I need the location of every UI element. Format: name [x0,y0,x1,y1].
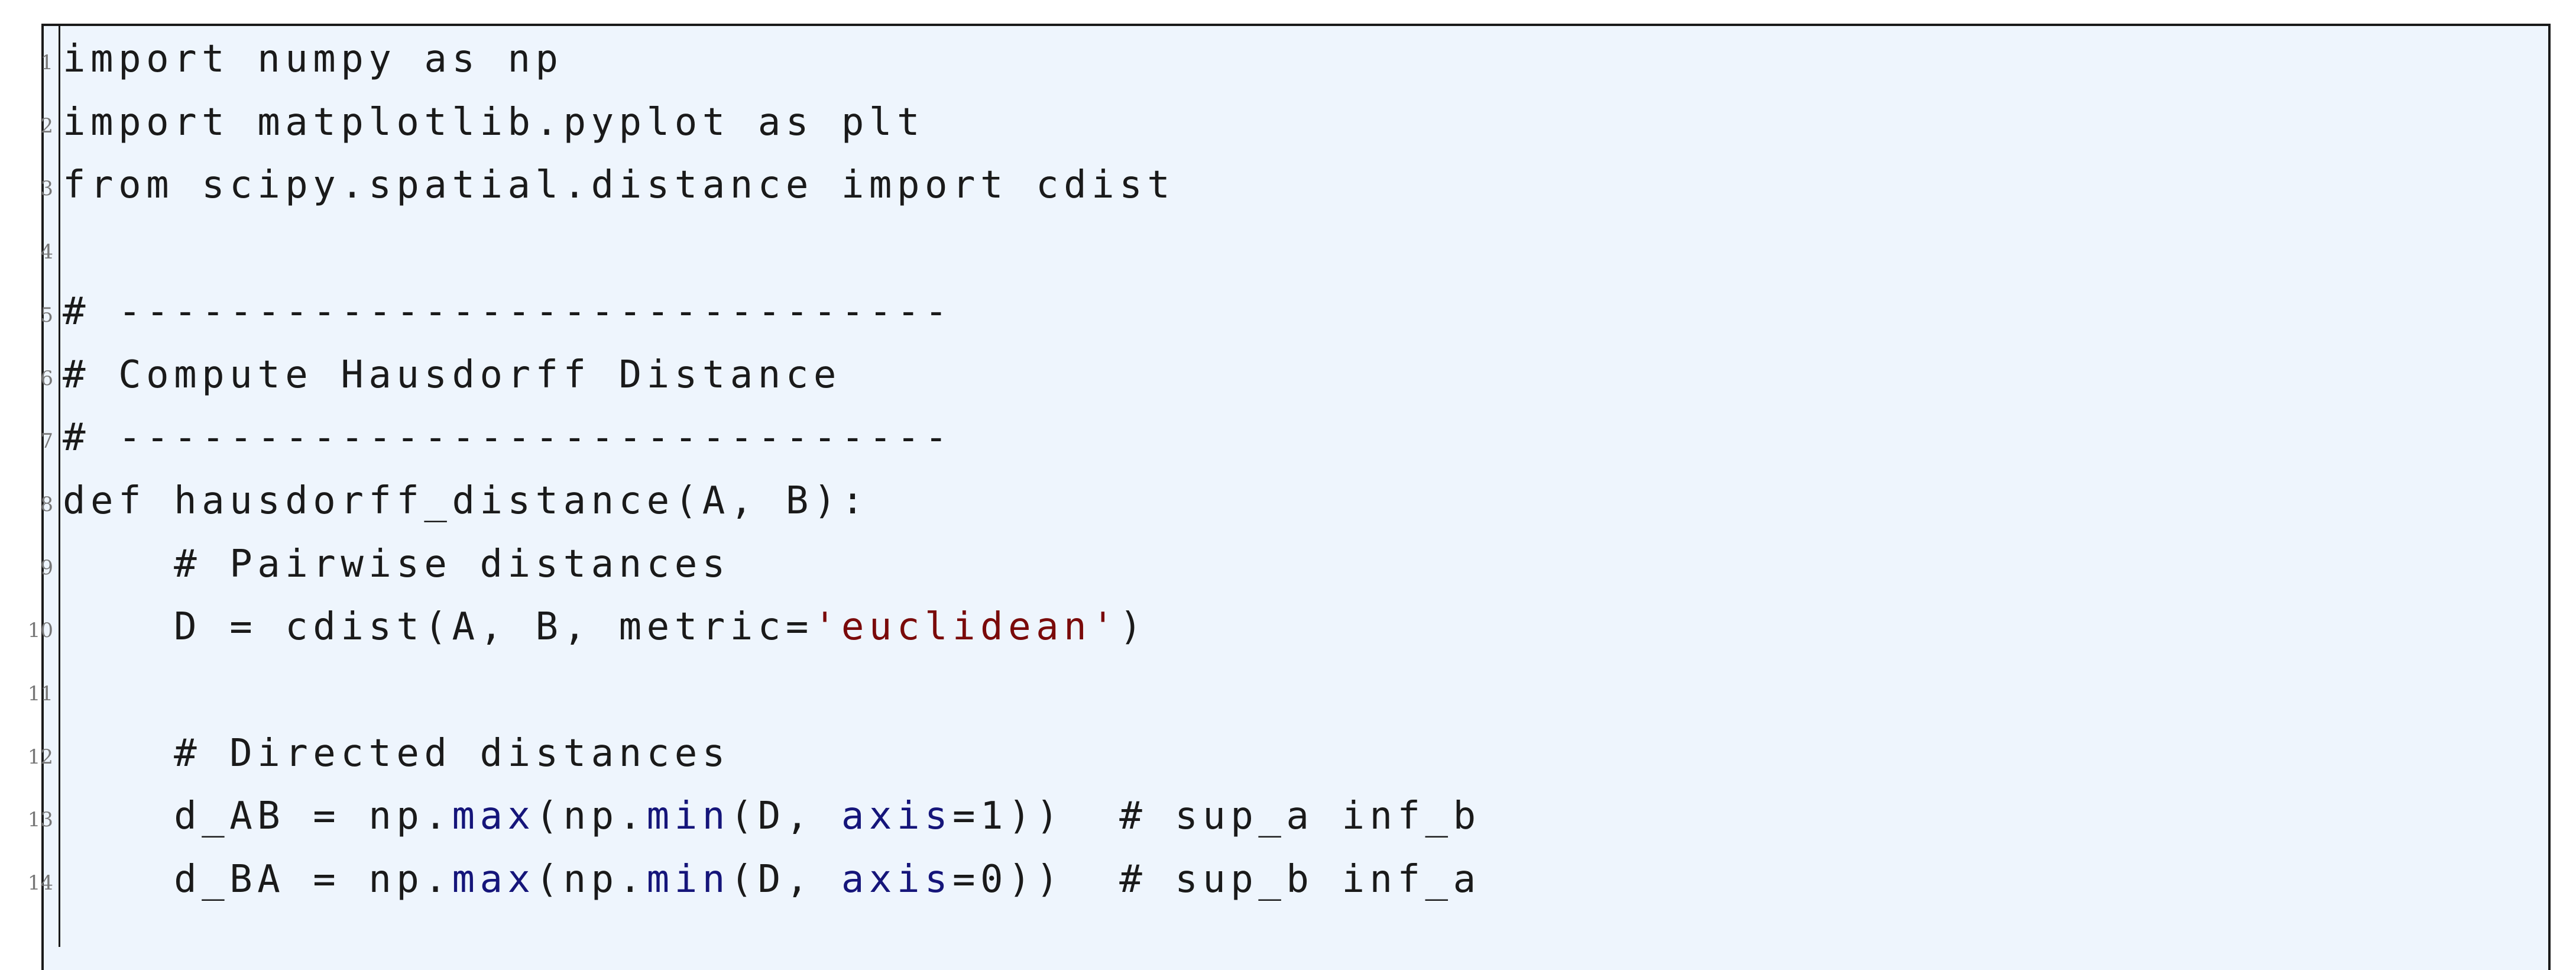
line-number: 1 [40,51,53,75]
line-number: 2 [40,114,53,138]
line-number: 8 [40,492,53,516]
line-number: 11 [27,682,53,706]
line-number: 6 [40,366,53,390]
code-token: ) [1119,605,1148,649]
code-text: # Directed distances [63,735,730,772]
code-token: (np. [535,794,647,839]
code-text: import matplotlib.pyplot as plt [63,104,925,141]
code-token: d_AB = np. [63,794,452,839]
code-line: 6 # Compute Hausdorff Distance [0,340,2576,403]
builtin-token: min [646,858,730,902]
code-token: # Pairwise distances [63,542,730,586]
builtin-token: axis [841,858,952,902]
builtin-token: axis [841,794,952,839]
code-text: d_AB = np.max(np.min(D, axis=1)) # sup_a… [63,797,1481,835]
code-line: 5 # ------------------------------ [0,277,2576,340]
code-text: def hausdorff_distance(A, B): [63,482,869,520]
code-token: # Directed distances [63,731,730,775]
code-line: 12 # Directed distances [0,719,2576,782]
string-literal: 'euclidean' [813,605,1120,649]
gutter-rule [59,26,60,947]
code-line: 4 [0,214,2576,277]
code-line: 10 D = cdist(A, B, metric='euclidean') [0,592,2576,655]
code-text: d_BA = np.max(np.min(D, axis=0)) # sup_b… [63,861,1481,898]
line-number: 4 [40,240,53,264]
code-line: 2 import matplotlib.pyplot as plt [0,88,2576,151]
code-text: import numpy as np [63,40,563,78]
line-number: 5 [40,303,53,327]
code-line: 13 d_AB = np.max(np.min(D, axis=1)) # su… [0,781,2576,845]
code-token: import matplotlib.pyplot as plt [63,100,925,144]
code-line: 14 d_BA = np.max(np.min(D, axis=0)) # su… [0,845,2576,908]
line-number: 13 [27,808,53,832]
code-text: from scipy.spatial.distance import cdist [63,166,1175,204]
code-token: (D, [730,794,841,839]
code-token: D = cdist(A, B, metric= [63,605,814,649]
code-text: # Compute Hausdorff Distance [63,356,841,394]
code-token: import numpy as np [63,37,563,81]
builtin-token: min [646,794,730,839]
builtin-token: max [452,794,536,839]
line-number: 10 [27,619,53,643]
line-number: 9 [40,555,53,580]
code-line: 9 # Pairwise distances [0,529,2576,593]
code-token: # ------------------------------ [63,416,952,460]
code-token: =0)) # sup_b inf_a [952,858,1481,902]
code-token: (np. [535,858,647,902]
code-text: # ------------------------------ [63,293,952,331]
code-token: =1)) # sup_a inf_b [952,794,1481,839]
code-text: # Pairwise distances [63,545,730,583]
line-number: 12 [27,745,53,769]
code-text: # ------------------------------ [63,419,952,457]
line-number: 7 [40,429,53,454]
code-token: from scipy.spatial.distance import cdist [63,163,1175,208]
line-number: 3 [40,177,53,201]
code-line: 11 [0,655,2576,719]
code-text: D = cdist(A, B, metric='euclidean') [63,608,1147,646]
code-token: d_BA = np. [63,858,452,902]
code-line: 8 def hausdorff_distance(A, B): [0,466,2576,529]
code-line: 7 # ------------------------------ [0,403,2576,466]
code-token: # Compute Hausdorff Distance [63,353,841,397]
code-token: (D, [730,858,841,902]
code-token: # ------------------------------ [63,289,952,334]
code-token: def hausdorff_distance(A, B): [63,478,869,523]
code-listing-box [41,24,2551,970]
code-line: 1 import numpy as np [0,24,2576,88]
code-line: 3 from scipy.spatial.distance import cdis… [0,150,2576,214]
line-number: 14 [27,871,53,895]
builtin-token: max [452,858,536,902]
